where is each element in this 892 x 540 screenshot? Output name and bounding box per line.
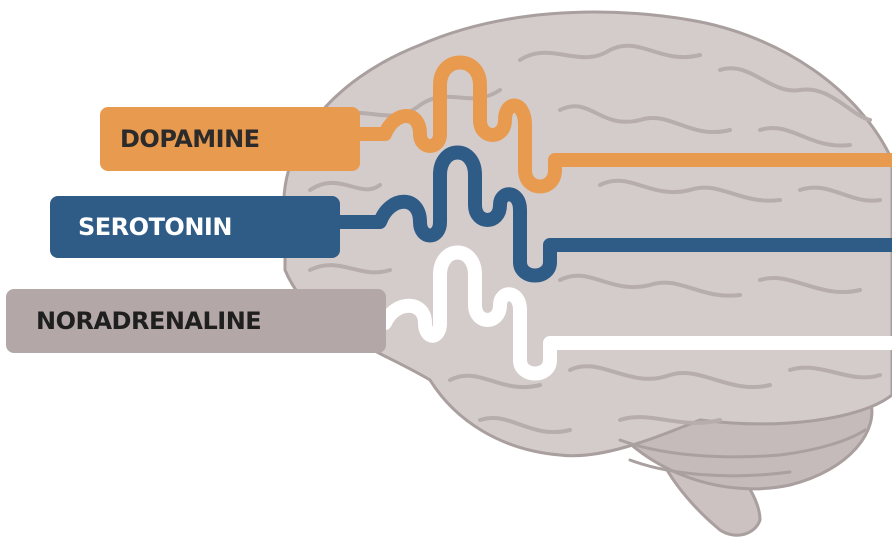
cerebrum: [284, 12, 892, 456]
brain-illustration: [284, 12, 892, 535]
serotonin-label: SEROTONIN: [78, 213, 232, 241]
noradrenaline-label: NORADRENALINE: [36, 307, 261, 335]
dopamine-label: DOPAMINE: [120, 125, 260, 153]
serotonin-label-box: SEROTONIN: [50, 196, 340, 258]
noradrenaline-label-box: NORADRENALINE: [6, 289, 386, 353]
dopamine-label-box: DOPAMINE: [100, 107, 360, 171]
